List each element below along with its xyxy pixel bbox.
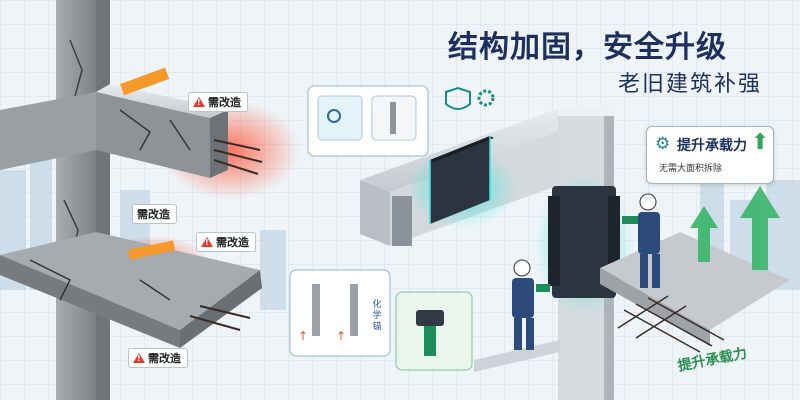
svg-text:↑: ↑ bbox=[298, 329, 308, 343]
warning-icon bbox=[193, 97, 205, 107]
warning-tag-1: 需改造 bbox=[188, 92, 248, 112]
warning-tag-label: 需改造 bbox=[208, 96, 241, 109]
badge-subtitle: 无需大面积拆除 bbox=[659, 164, 723, 174]
carbon-fiber-wrap bbox=[429, 136, 494, 224]
warning-tag-3: 需改造 bbox=[196, 232, 256, 252]
warning-tag-label: 需改造 bbox=[148, 352, 181, 365]
warning-tag-label: 需改造 bbox=[137, 208, 170, 221]
inset-drill bbox=[395, 291, 473, 371]
page-title: 结构加固，安全升级 bbox=[448, 30, 727, 65]
warning-tag-4: 需改造 bbox=[128, 348, 188, 368]
warning-icon bbox=[133, 353, 145, 363]
worker-right bbox=[622, 193, 660, 288]
gear-icon: ⚙ bbox=[655, 134, 671, 154]
worker-center bbox=[512, 259, 550, 350]
page-subtitle: 老旧建筑补强 bbox=[618, 72, 763, 97]
warning-icon bbox=[201, 237, 213, 247]
work-platform bbox=[474, 340, 560, 372]
warning-tag-label: 需改造 bbox=[216, 236, 249, 249]
arrow-up-icon: ⬆ bbox=[751, 130, 770, 155]
damaged-column bbox=[56, 0, 110, 400]
inset-anchor-diagram bbox=[307, 85, 429, 157]
badge-title: 提升承载力 bbox=[677, 138, 747, 154]
cracked-slab-lower bbox=[0, 232, 262, 348]
shield-gear-icons bbox=[445, 86, 495, 110]
warning-tag-2: 需改造 bbox=[132, 204, 177, 224]
hazard-stripes bbox=[120, 67, 176, 260]
inset-bolts: ↑ ↑ bbox=[289, 269, 391, 357]
chemical-anchor-label: 化学锚 bbox=[372, 300, 382, 332]
svg-text:↑: ↑ bbox=[336, 329, 346, 343]
capacity-badge: ⚙ 提升承载力 ⬆ 无需大面积拆除 bbox=[646, 126, 774, 184]
upward-arrows bbox=[690, 186, 780, 270]
